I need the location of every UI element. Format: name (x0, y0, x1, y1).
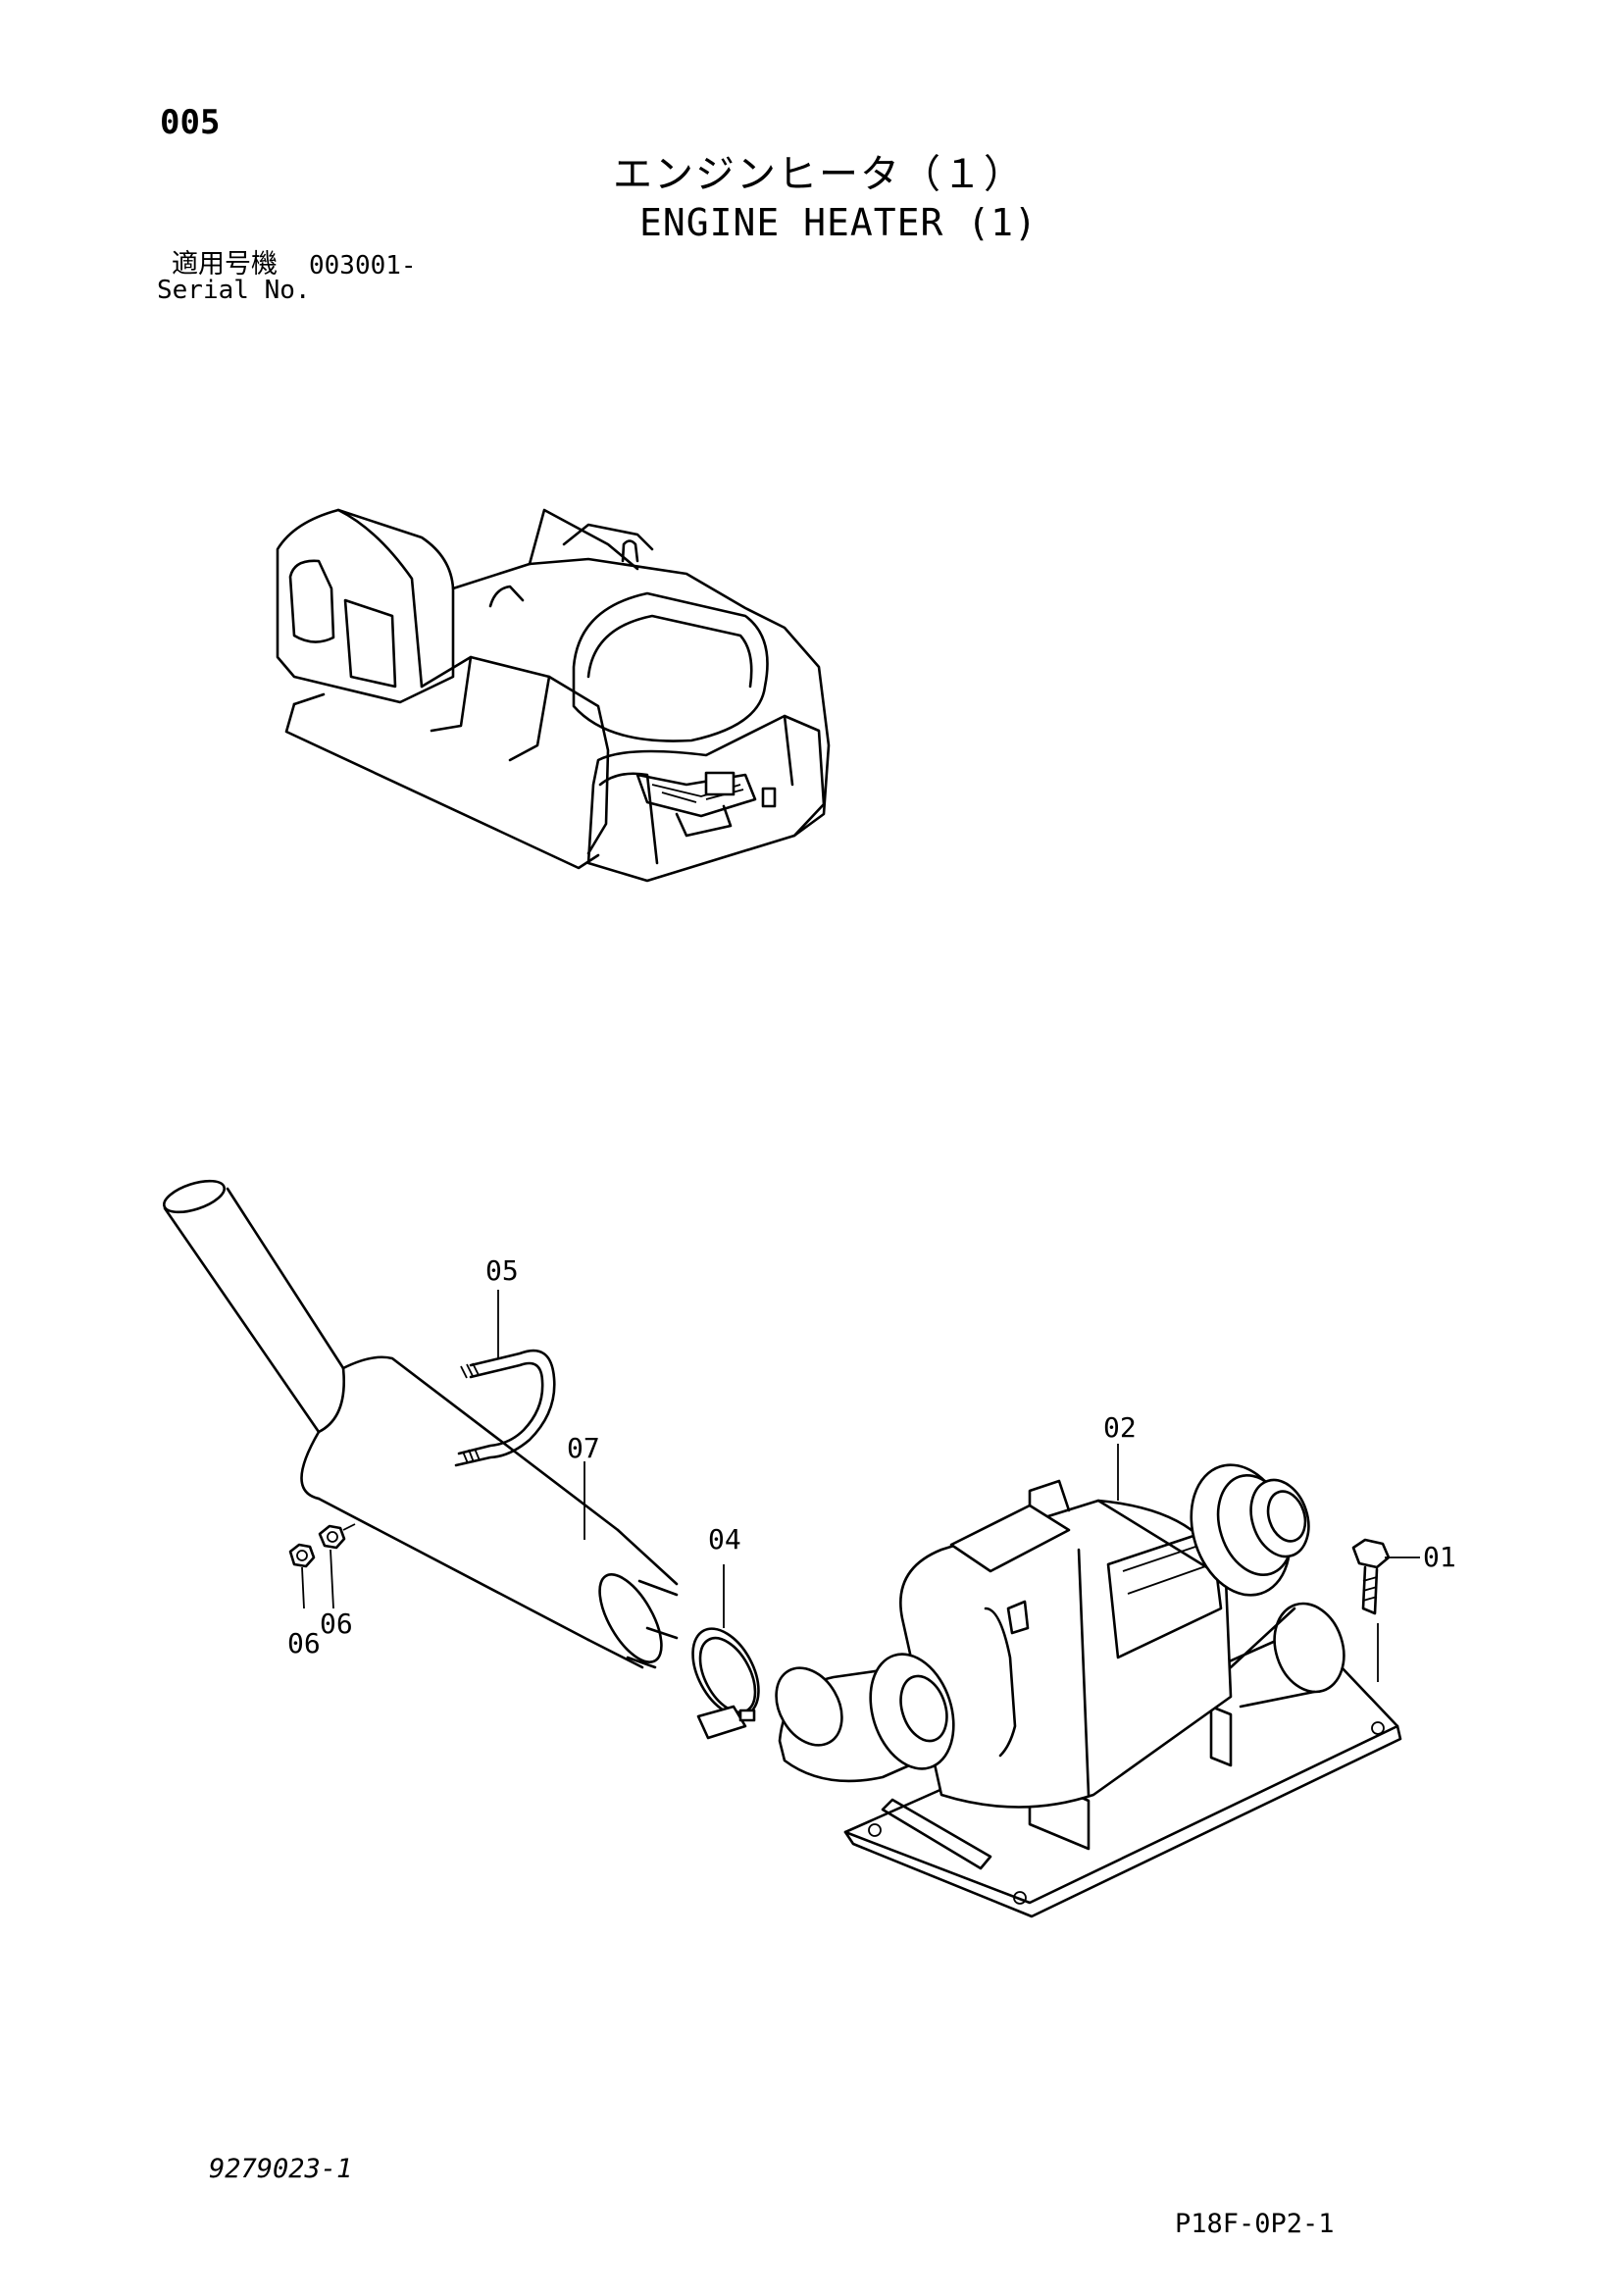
page-title-japanese: エンジンヒータ（１） (613, 152, 1025, 197)
serial-label-english: Serial No. (157, 276, 311, 305)
part-02-heater-unit (775, 1463, 1402, 1918)
part-04-clamp (691, 1627, 760, 1740)
callout-06-right: 06 (320, 1607, 353, 1640)
callout-04: 04 (708, 1523, 741, 1556)
serial-number-value: 003001- (309, 251, 417, 281)
callout-02: 02 (1103, 1411, 1137, 1444)
part-06-nuts (288, 1524, 346, 1568)
part-05-u-bolt (454, 1349, 556, 1467)
part-01-bolt (1351, 1538, 1391, 1615)
page-title-english: ENGINE HEATER (1) (639, 201, 1038, 244)
serial-label-japanese: 適用号機 (172, 249, 278, 280)
callout-05: 05 (485, 1254, 519, 1287)
machine-overview-illustration (276, 508, 831, 883)
page-number: 005 (160, 103, 221, 142)
page-code: P18F-0P2-1 (1175, 2209, 1335, 2239)
callout-07: 07 (567, 1432, 600, 1464)
part-07-exhaust-pipe (163, 1179, 679, 1669)
callout-06-left: 06 (287, 1627, 321, 1659)
drawing-number: 9279023-1 (209, 2154, 353, 2184)
callout-01: 01 (1423, 1541, 1456, 1573)
callout-leader-lines (301, 1290, 1420, 1682)
